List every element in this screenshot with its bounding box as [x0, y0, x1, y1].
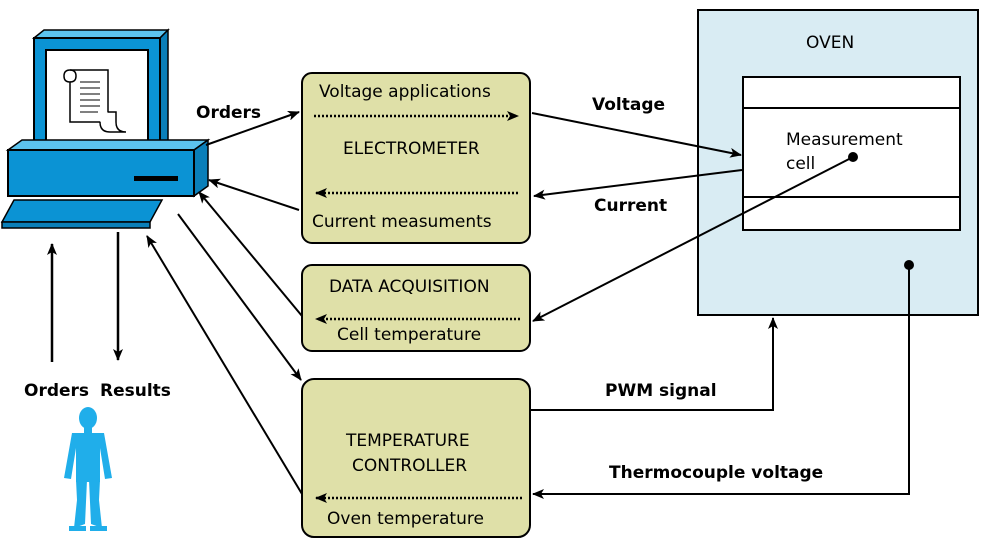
thermocouple-voltage-arrow — [532, 265, 910, 499]
pwm-signal-label: PWM signal — [605, 381, 717, 401]
measurements-to-computer-arrow — [208, 178, 300, 211]
voltage-arrow — [531, 112, 742, 158]
computer-to-controller-arrow — [177, 213, 302, 381]
electrometer-top-label: Voltage applications — [319, 82, 491, 102]
pwm-signal-arrow — [530, 317, 778, 411]
data-acquisition-name: DATA ACQUISITION — [329, 277, 490, 297]
current-arrow-label: Current — [594, 196, 667, 216]
oven-temp-to-computer-arrow — [146, 235, 303, 495]
computer-icon — [0, 28, 211, 229]
temperature-controller-name-1: TEMPERATURE — [345, 431, 470, 451]
electrometer-name: ELECTROMETER — [343, 139, 480, 159]
document-icon — [63, 69, 127, 133]
user-results-label: Results — [100, 381, 171, 401]
orders-arrow-label: Orders — [196, 103, 261, 123]
user-orders-label: Orders — [24, 381, 89, 401]
temperature-controller-bottom-label: Oven temperature — [327, 509, 484, 529]
oven-title: OVEN — [806, 33, 854, 53]
thermocouple-voltage-label: Thermocouple voltage — [609, 463, 823, 483]
user-figure-icon — [64, 407, 112, 531]
voltage-arrow-label: Voltage — [592, 95, 665, 115]
cell-temperature-arrow — [532, 156, 854, 322]
electrometer-bottom-label: Current measuments — [312, 212, 492, 232]
cell-temp-to-computer-arrow — [198, 191, 303, 317]
data-acquisition-bottom-label: Cell temperature — [337, 325, 481, 345]
measurement-cell-label-2: cell — [786, 154, 815, 174]
orders-arrow — [205, 110, 300, 146]
measurement-cell-label-1: Measurement — [786, 130, 903, 150]
current-arrow — [533, 169, 743, 200]
temperature-controller-name-2: CONTROLLER — [352, 456, 467, 476]
data-acquisition-box — [301, 264, 531, 352]
